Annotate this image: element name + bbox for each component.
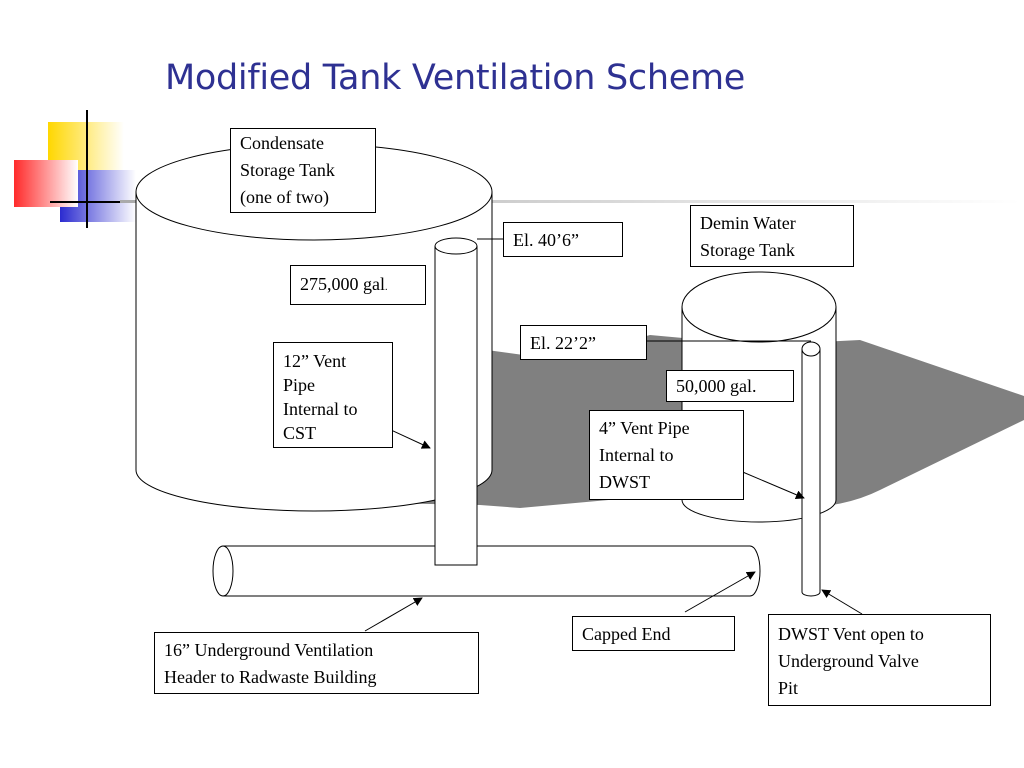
label-dwst-volume: 50,000 gal. — [666, 370, 794, 402]
label-cst-elevation: El. 40’6” — [503, 222, 623, 257]
arrow-header — [364, 597, 423, 632]
label-line: 4” Vent Pipe — [599, 418, 690, 438]
label-4in-vent: 4” Vent Pipe Internal to DWST — [589, 410, 744, 500]
label-cst-name: Condensate Storage Tank (one of two) — [230, 128, 376, 213]
label-line: Underground Valve — [778, 651, 919, 671]
label-line: 50,000 gal. — [676, 376, 757, 396]
label-cst-volume-suffix: . — [385, 282, 388, 293]
vent-pipe-12in — [434, 237, 478, 566]
label-line: Demin Water — [700, 213, 796, 233]
label-16in-header: 16” Underground Ventilation Header to Ra… — [154, 632, 479, 694]
vent-pipe-4in — [801, 341, 821, 597]
label-dwst-elevation: El. 22’2” — [520, 325, 647, 360]
label-dwst-vent-open: DWST Vent open to Underground Valve Pit — [768, 614, 991, 706]
label-line: 12” Vent — [283, 351, 347, 371]
label-cst-volume-text: 275,000 gal — [300, 274, 385, 294]
label-line: (one of two) — [240, 187, 329, 207]
label-line: Pit — [778, 678, 799, 698]
arrow-capped-end — [684, 571, 756, 613]
label-line: CST — [283, 423, 317, 443]
label-dwst-name: Demin Water Storage Tank — [690, 205, 854, 267]
label-line: Storage Tank — [700, 240, 795, 260]
label-line: Pipe — [283, 375, 316, 395]
arrow-dwst-vent-open — [821, 589, 863, 615]
slide-title: Modified Tank Ventilation Scheme — [165, 58, 746, 98]
label-12in-vent: 12” Vent Pipe Internal to CST — [273, 342, 393, 448]
label-line: Condensate — [240, 133, 324, 153]
label-line: DWST Vent open to — [778, 624, 924, 644]
decorative-squares-icon — [14, 110, 1020, 228]
label-line: 16” Underground Ventilation — [164, 640, 374, 660]
label-line: DWST — [599, 472, 650, 492]
arrow-4in-vent — [737, 469, 805, 499]
underground-header-pipe — [212, 545, 761, 597]
label-line: Internal to — [599, 445, 674, 465]
label-line: Storage Tank — [240, 160, 335, 180]
label-capped-end: Capped End — [572, 616, 735, 651]
label-line: Capped End — [582, 624, 671, 644]
label-line: Internal to — [283, 399, 358, 419]
label-line: Header to Radwaste Building — [164, 667, 377, 687]
label-line: El. 22’2” — [530, 333, 596, 353]
label-cst-volume: 275,000 gal. — [290, 265, 426, 305]
label-line: El. 40’6” — [513, 230, 579, 250]
